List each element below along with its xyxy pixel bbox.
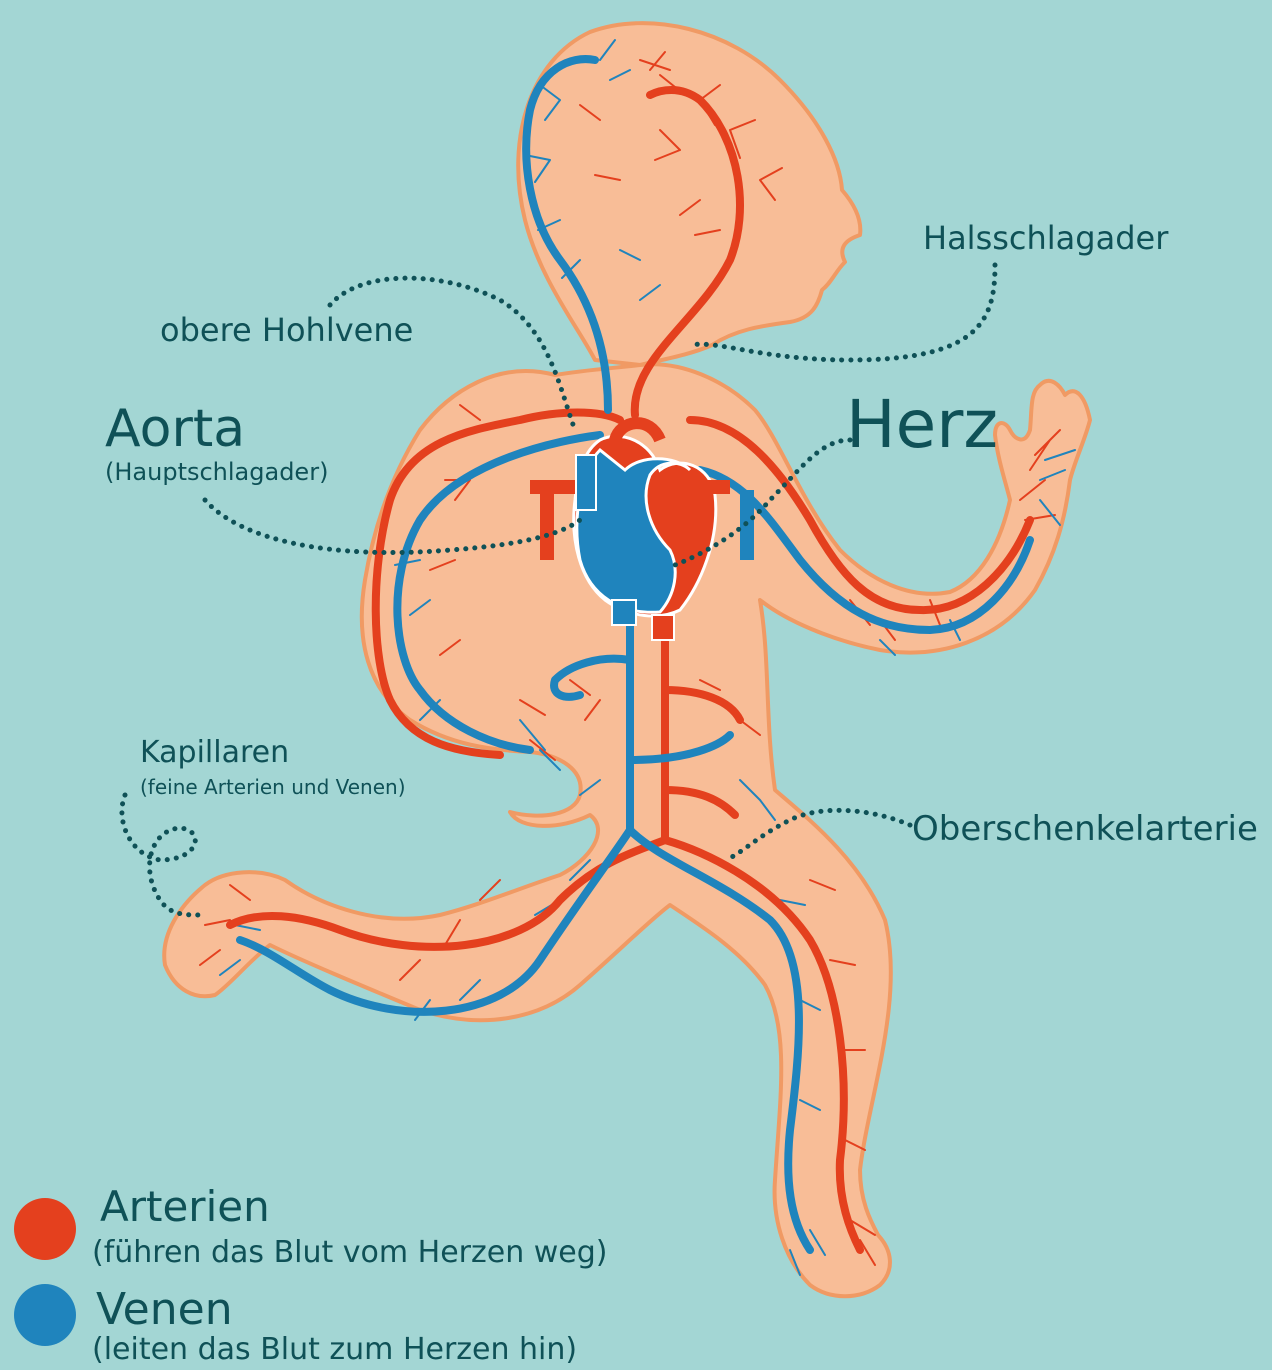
label-halsschlagader: Halsschlagader [923, 222, 1168, 254]
legend-arterien-dot [14, 1198, 76, 1260]
label-aorta: Aorta [105, 403, 245, 455]
label-aorta-sub: (Hauptschlagader) [105, 460, 328, 484]
label-kapillaren-sub: (feine Arterien und Venen) [140, 777, 406, 797]
legend-venen-desc: (leiten das Blut zum Herzen hin) [92, 1335, 577, 1365]
legend-arterien-desc: (führen das Blut vom Herzen weg) [92, 1238, 608, 1268]
leader-kapillaren [122, 795, 200, 915]
label-kapillaren: Kapillaren [140, 738, 289, 768]
legend-venen-title: Venen [96, 1288, 233, 1332]
label-obere-hohlvene: obere Hohlvene [160, 314, 413, 346]
legend-venen-dot [14, 1284, 76, 1346]
legend-arterien-title: Arterien [100, 1186, 270, 1228]
label-herz: Herz [846, 392, 998, 458]
label-oberschenkelarterie: Oberschenkelarterie [912, 812, 1258, 846]
